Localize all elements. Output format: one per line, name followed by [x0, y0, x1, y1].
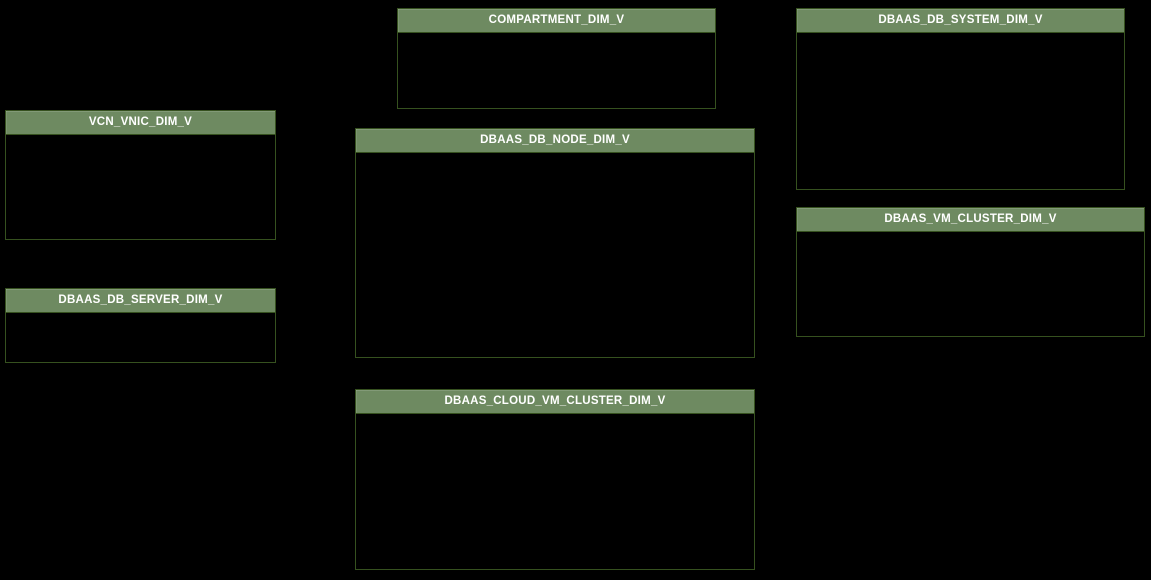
- entity-dbaas-db-system-dim-v[interactable]: DBAAS_DB_SYSTEM_DIM_V: [796, 8, 1125, 190]
- entity-compartment-dim-v[interactable]: COMPARTMENT_DIM_V: [397, 8, 716, 109]
- entity-dbaas-cloud-vm-cluster-dim-v[interactable]: DBAAS_CLOUD_VM_CLUSTER_DIM_V: [355, 389, 755, 570]
- entity-title: COMPARTMENT_DIM_V: [488, 14, 625, 26]
- entity-title-bar[interactable]: VCN_VNIC_DIM_V: [6, 111, 275, 135]
- entity-title: VCN_VNIC_DIM_V: [88, 116, 193, 128]
- entity-title: DBAAS_DB_SYSTEM_DIM_V: [878, 14, 1043, 26]
- entity-vcn-vnic-dim-v[interactable]: VCN_VNIC_DIM_V: [5, 110, 276, 240]
- entity-body: [6, 135, 275, 239]
- entity-title: DBAAS_VM_CLUSTER_DIM_V: [884, 213, 1057, 225]
- entity-title: DBAAS_DB_NODE_DIM_V: [480, 134, 630, 146]
- entity-body: [398, 33, 715, 108]
- entity-body: [797, 33, 1124, 189]
- entity-title: DBAAS_DB_SERVER_DIM_V: [58, 294, 223, 306]
- entity-title: DBAAS_CLOUD_VM_CLUSTER_DIM_V: [444, 395, 666, 407]
- entity-dbaas-db-node-dim-v[interactable]: DBAAS_DB_NODE_DIM_V: [355, 128, 755, 358]
- entity-title-bar[interactable]: DBAAS_DB_NODE_DIM_V: [356, 129, 754, 153]
- entity-title-bar[interactable]: COMPARTMENT_DIM_V: [398, 9, 715, 33]
- entity-title-bar[interactable]: DBAAS_VM_CLUSTER_DIM_V: [797, 208, 1144, 232]
- entity-dbaas-vm-cluster-dim-v[interactable]: DBAAS_VM_CLUSTER_DIM_V: [796, 207, 1145, 337]
- entity-body: [6, 313, 275, 362]
- entity-title-bar[interactable]: DBAAS_DB_SYSTEM_DIM_V: [797, 9, 1124, 33]
- entity-body: [356, 414, 754, 569]
- entity-body: [797, 232, 1144, 336]
- entity-dbaas-db-server-dim-v[interactable]: DBAAS_DB_SERVER_DIM_V: [5, 288, 276, 363]
- entity-title-bar[interactable]: DBAAS_CLOUD_VM_CLUSTER_DIM_V: [356, 390, 754, 414]
- entity-title-bar[interactable]: DBAAS_DB_SERVER_DIM_V: [6, 289, 275, 313]
- entity-body: [356, 153, 754, 357]
